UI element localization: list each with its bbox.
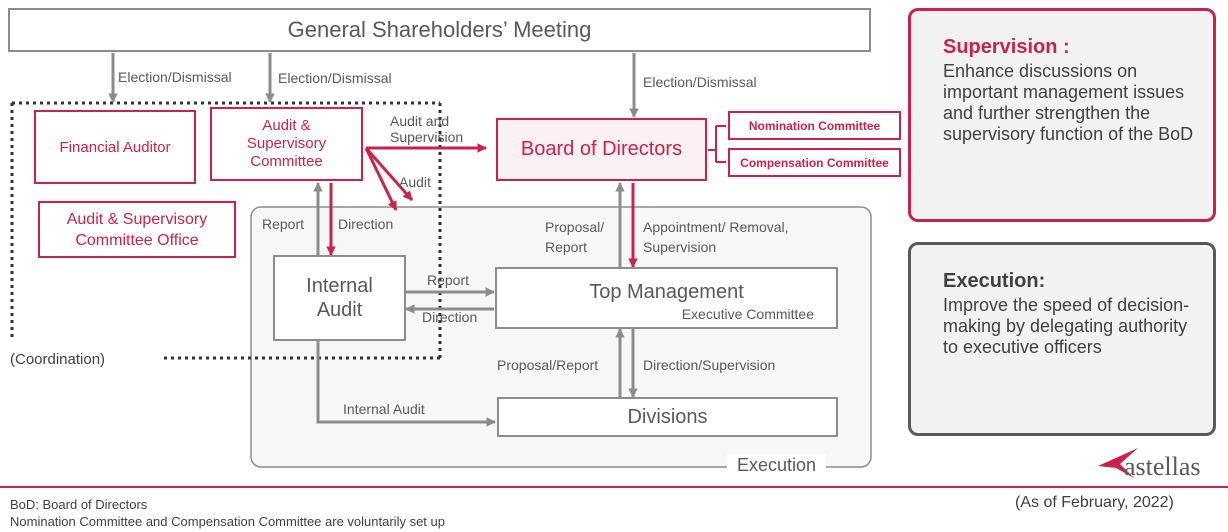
board-label: Board of Directors (520, 138, 683, 160)
execution-text: Improve the speed of decision-making by … (943, 295, 1190, 357)
footer-note-2: Nomination Committee and Compensation Co… (10, 514, 445, 529)
direction-label-1: Direction (338, 216, 394, 232)
audit-committee-box: Audit & Supervisory Committee (210, 107, 363, 181)
execution-panel: Execution: Improve the speed of decision… (908, 242, 1216, 436)
executive-committee-label: Executive Committee (681, 306, 814, 322)
internal-audit-arrow (316, 341, 496, 427)
audit-committee-office-label: Audit & Supervisory Committee Office (66, 210, 208, 249)
proposal-report-label-1: Proposal/ Report (545, 219, 605, 255)
internal-audit-label: Internal Audit (306, 275, 373, 321)
divisions-label: Divisions (627, 405, 708, 428)
audit-diagonal-arrow-2 (364, 147, 398, 211)
report-label-2: Report (427, 272, 470, 288)
shareholders-meeting-box: General Shareholders’ Meeting (8, 8, 871, 52)
election-label-1: Election/Dismissal (118, 69, 232, 85)
divisions-box: Divisions (497, 397, 838, 437)
audit-committee-office-box: Audit & Supervisory Committee Office (38, 201, 236, 258)
compensation-committee-label: Compensation Committee (740, 155, 889, 170)
audit-diagonal-arrow-1 (364, 147, 414, 201)
coordination-label: (Coordination) (10, 351, 106, 368)
appointment-label: Appointment/ Removal, Supervision (643, 219, 789, 255)
direction-supervision-label: Direction/Supervision (643, 357, 776, 373)
compensation-committee-box: Compensation Committee (728, 148, 901, 177)
star-logo-icon (1098, 448, 1138, 478)
report-label-1: Report (262, 216, 305, 232)
supervision-title: Supervision : (943, 36, 1070, 58)
execution-region-label: Execution (727, 454, 827, 476)
financial-auditor-box: Financial Auditor (34, 110, 196, 184)
financial-auditor-label: Financial Auditor (59, 138, 171, 156)
top-management-label: Top Management (589, 281, 744, 303)
election-label-2: Election/Dismissal (278, 70, 392, 86)
committee-bracket (708, 125, 726, 163)
nomination-committee-label: Nomination Committee (748, 118, 881, 133)
logo-text: astellas (1124, 452, 1201, 481)
board-box: Board of Directors (496, 118, 707, 181)
nomination-committee-box: Nomination Committee (728, 111, 901, 140)
audit-committee-label: Audit & Supervisory Committee (246, 117, 327, 170)
supervision-panel: Supervision : Enhance discussions on imp… (908, 8, 1216, 222)
supervision-text: Enhance discussions on important managem… (943, 61, 1194, 144)
internal-audit-arrow-label: Internal Audit (343, 401, 425, 417)
execution-title: Execution: (943, 270, 1046, 292)
proposal-report-label-2: Proposal/Report (497, 357, 599, 373)
direction-label-2: Direction (422, 309, 478, 325)
astellas-logo: astellas (1098, 438, 1222, 484)
shareholders-meeting-label: General Shareholders’ Meeting (287, 17, 592, 42)
footer-note-1: BoD: Board of Directors (10, 497, 148, 512)
audit-supervision-label: Audit and Supervision (390, 113, 464, 145)
internal-audit-box: Internal Audit (273, 255, 406, 341)
as-of-date: (As of February, 2022) (1015, 494, 1174, 511)
election-label-3: Election/Dismissal (643, 74, 757, 90)
top-management-box: Top Management Executive Committee (495, 267, 838, 329)
audit-label: Audit (399, 174, 431, 190)
